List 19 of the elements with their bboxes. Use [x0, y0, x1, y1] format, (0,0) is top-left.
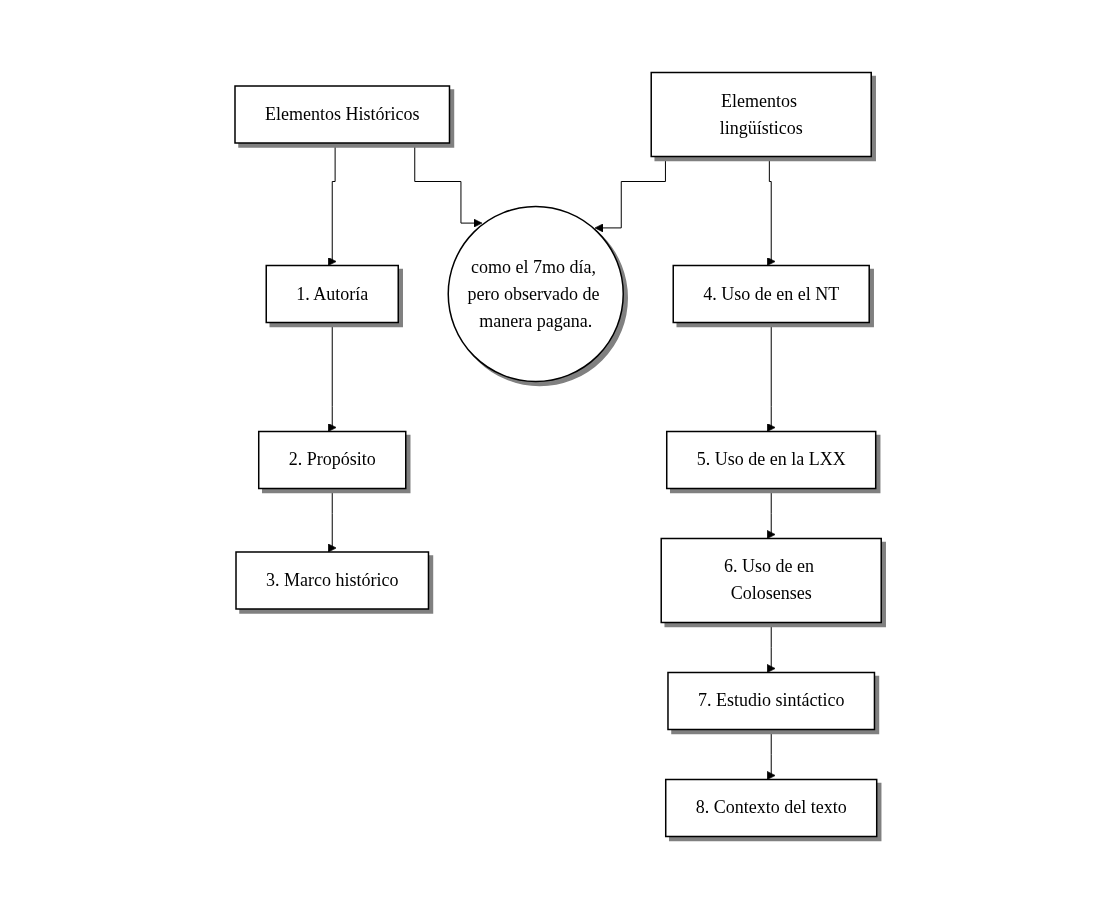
arrow — [766, 156, 776, 266]
node-box: 3. Marco histórico — [235, 551, 430, 610]
node-box: 2. Propósito — [257, 430, 407, 490]
node-box: 6. Uso de en Colosenses — [660, 537, 882, 624]
arrow — [766, 322, 776, 432]
node-circle: como el 7mo día, pero observado de manera pagana. — [447, 205, 624, 383]
node-box: Elementos lingüísticos — [650, 71, 872, 158]
arrow — [766, 488, 776, 539]
node-box: 8. Contexto del texto — [664, 778, 878, 838]
arrow — [766, 729, 776, 780]
arrow — [327, 488, 337, 553]
node-box: 4. Uso de en el NT — [672, 264, 870, 324]
node-box: Elementos Históricos — [234, 85, 451, 144]
node-box: 5. Uso de en la LXX — [665, 430, 877, 490]
arrow — [327, 322, 337, 432]
arrow — [766, 622, 776, 673]
node-box: 1. Autoría — [265, 264, 399, 324]
node-box: 7. Estudio sintáctico — [667, 671, 876, 731]
arrow — [327, 142, 339, 266]
